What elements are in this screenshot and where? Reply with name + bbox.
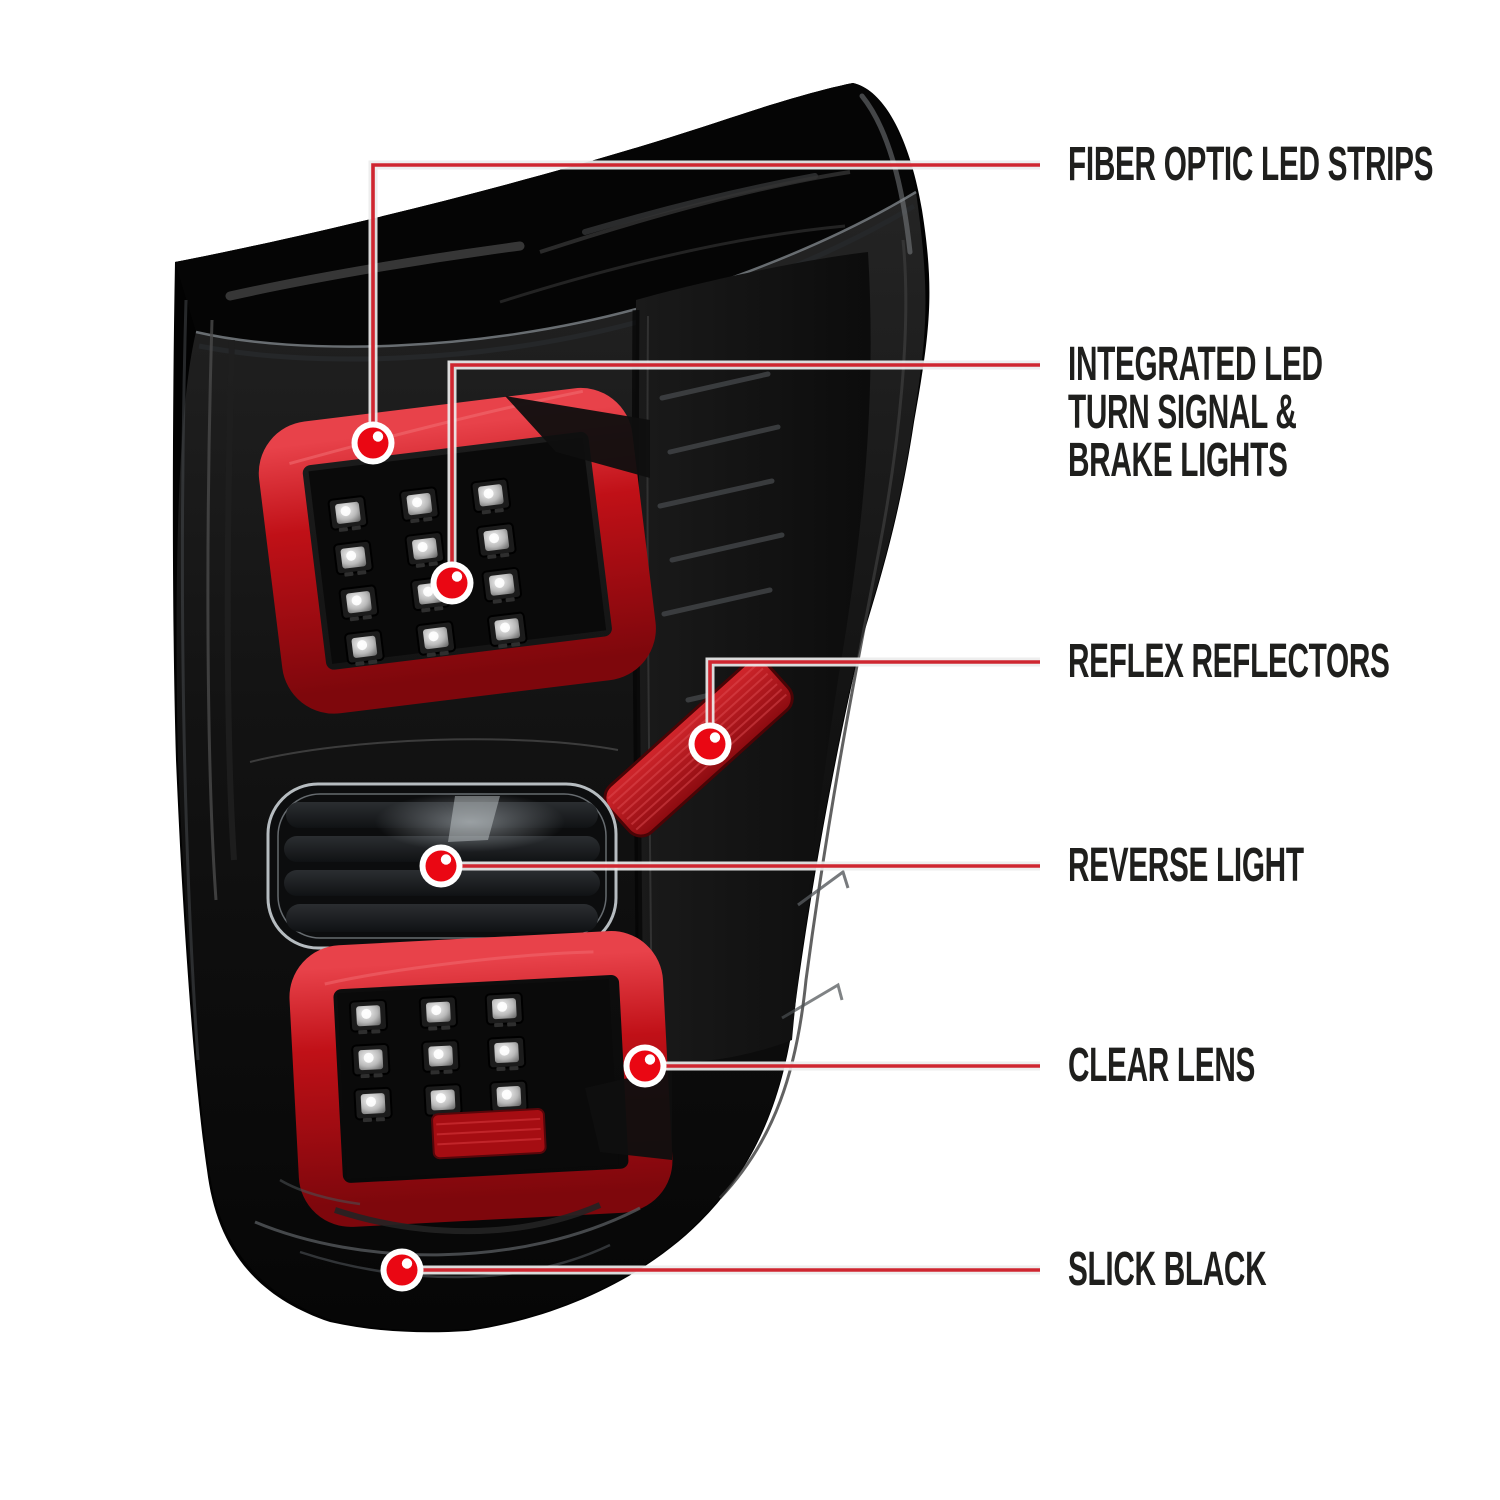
callout-text-line: BRAKE LIGHTS [1068, 434, 1288, 487]
callout-line-reflex-reflectors [705, 657, 1040, 744]
lower-bar-notch [585, 1068, 672, 1160]
callout-line-integrated-led [447, 360, 1040, 583]
callout-text: REVERSE LIGHT [1068, 839, 1304, 892]
lower-led-grid [348, 991, 529, 1124]
upper-led-section [258, 387, 656, 714]
tail-light-illustration [172, 83, 930, 1333]
upper-red-light-bar [258, 387, 656, 714]
marker-dot-integrated-led [430, 561, 474, 605]
marker-dot-reverse-light [419, 844, 463, 888]
vent-ridges [657, 371, 785, 703]
upper-bar-notch [505, 396, 650, 478]
callout-text: SLICK BLACK [1068, 1243, 1267, 1296]
callout-text: CLEAR LENS [1068, 1039, 1256, 1092]
callout-line-fiber-optic-led-strips [368, 160, 1040, 443]
lower-red-mesh-strip [431, 1108, 547, 1160]
callout-label-reflex-reflectors: REFLEX REFLECTORS [1068, 636, 1500, 688]
marker-dot-fiber-optic-led-strips [351, 421, 395, 465]
marker-dot-slick-black [380, 1248, 424, 1292]
callout-label-integrated-led-turn-signal-brake-lights: INTEGRATED LED TURN SIGNAL & BRAKE LIGHT… [1068, 341, 1479, 485]
marker-dot-reflex-reflectors [688, 722, 732, 766]
callout-label-reverse-light: REVERSE LIGHT [1068, 840, 1448, 892]
marker-dot-clear-lens [623, 1044, 667, 1088]
callout-text-line: TURN SIGNAL & [1068, 386, 1297, 439]
callout-text-line: INTEGRATED LED [1068, 338, 1323, 391]
top-band [175, 83, 916, 347]
callout-label-clear-lens: CLEAR LENS [1068, 1040, 1370, 1092]
callout-overlay [351, 160, 1040, 1292]
callout-text: FIBER OPTIC LED STRIPS [1068, 138, 1434, 191]
callout-label-slick-black: SLICK BLACK [1068, 1244, 1388, 1296]
callout-text: REFLEX REFLECTORS [1068, 635, 1390, 688]
right-vent-panel [631, 252, 871, 1063]
callout-label-fiber-optic-led-strips: FIBER OPTIC LED STRIPS [1068, 139, 1500, 191]
